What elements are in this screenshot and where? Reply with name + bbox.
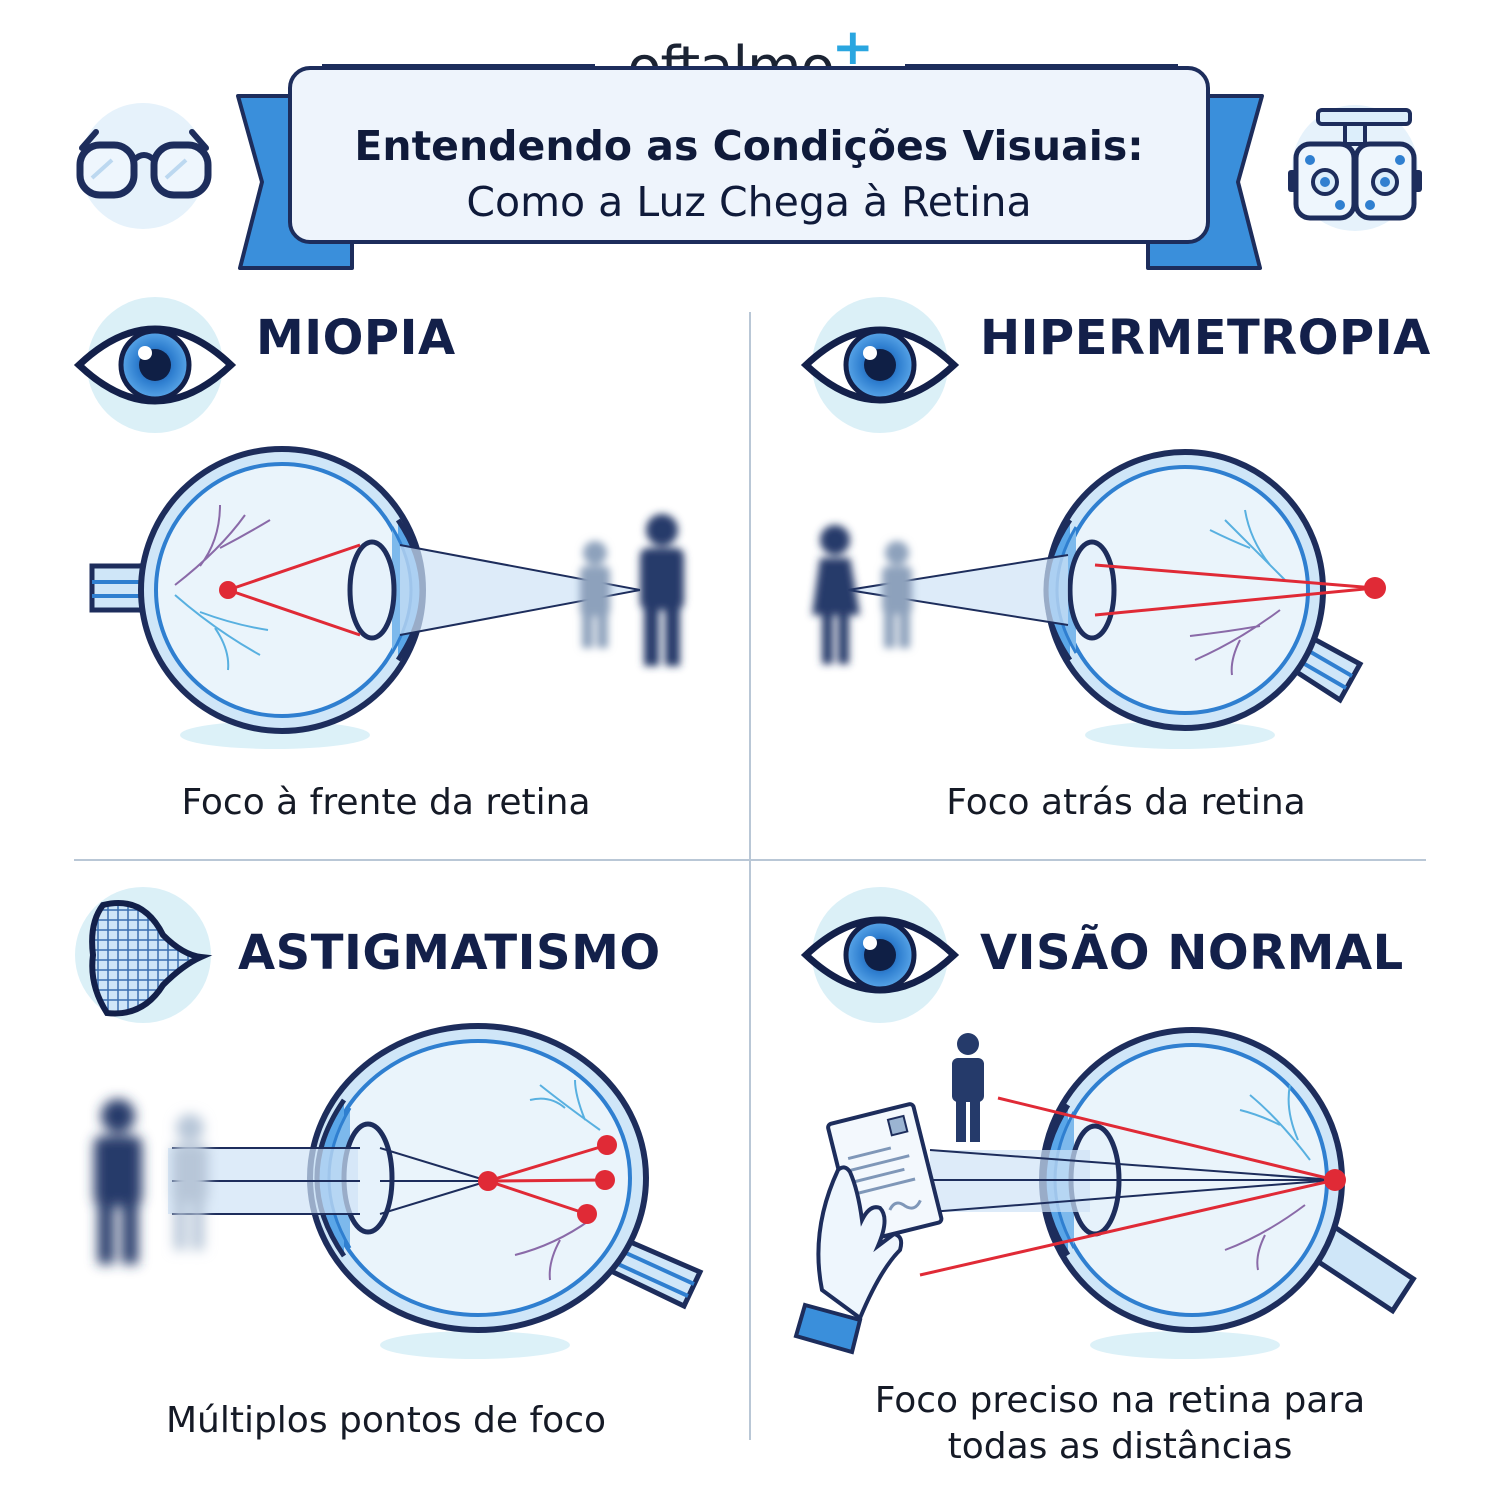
normal-vision-eye-diagram	[793, 1027, 1417, 1359]
hand-holding-card-icon	[793, 1102, 944, 1355]
eye-icon	[73, 297, 237, 433]
caption-visao-normal: Foco preciso na retina para todas as dis…	[800, 1378, 1440, 1470]
phoropter-icon	[1288, 105, 1422, 231]
page-subtitle: Como a Luz Chega à Retina	[466, 178, 1032, 226]
caption-miopia: Foco à frente da retina	[181, 782, 591, 823]
caption-visao-normal-line2: todas as distâncias	[947, 1426, 1293, 1467]
myopia-eye-diagram	[89, 446, 684, 749]
brand-plus-mark: +	[831, 18, 874, 76]
caption-hipermetropia: Foco atrás da retina	[946, 782, 1306, 823]
eye-icon	[800, 297, 960, 433]
caption-astigmatismo: Múltiplos pontos de foco	[165, 1400, 607, 1441]
hyperopia-eye-diagram	[812, 449, 1386, 749]
astigmatism-eye-diagram	[94, 1023, 704, 1359]
quadrant-title-hipermetropia: HIPERMETROPIA	[980, 310, 1431, 366]
quadrant-title-visao-normal: VISÃO NORMAL	[980, 925, 1404, 981]
page-title: Entendendo as Condições Visuais:	[354, 122, 1144, 170]
quadrant-title-astigmatismo: ASTIGMATISMO	[238, 925, 661, 981]
title-banner: Entendendo as Condições Visuais: Como a …	[288, 66, 1210, 244]
glasses-icon	[76, 103, 212, 229]
quadrant-title-miopia: MIOPIA	[256, 310, 456, 366]
person-icon	[952, 1033, 984, 1142]
eye-icon	[800, 887, 960, 1023]
cornea-mesh-icon	[75, 887, 213, 1023]
caption-visao-normal-line1: Foco preciso na retina para	[874, 1380, 1366, 1421]
